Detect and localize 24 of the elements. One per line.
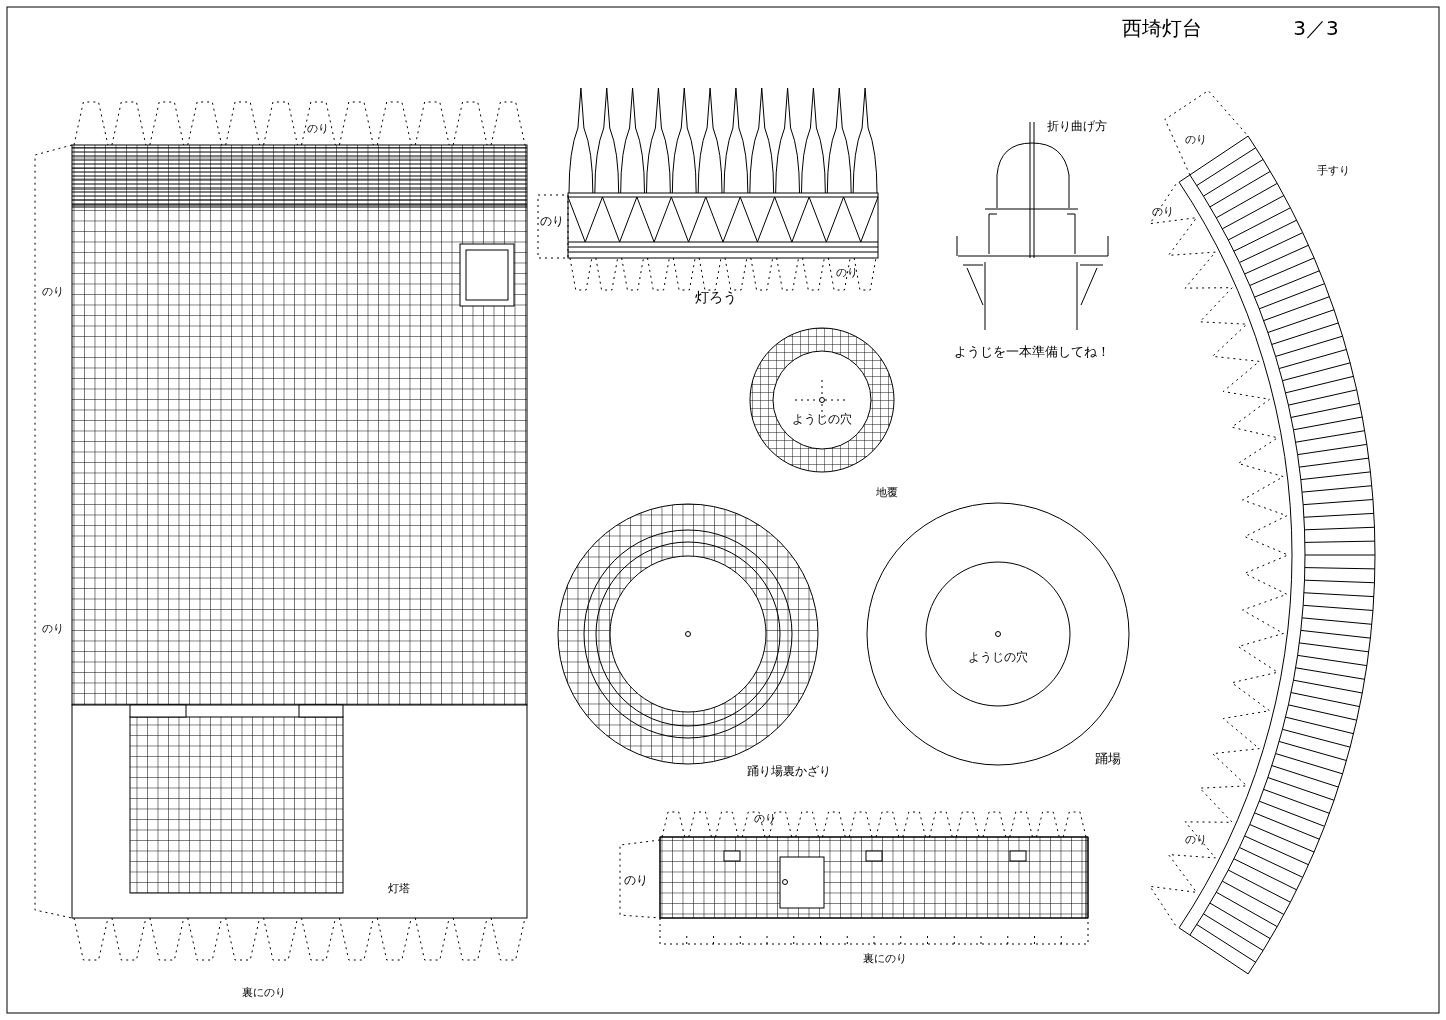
instruction-text: ようじを一本準備してね！ <box>954 344 1110 358</box>
glue-label: のり <box>540 215 564 227</box>
glue-label: のり <box>42 622 64 634</box>
glue-label: のり <box>836 266 858 278</box>
part-label: 灯ろう <box>695 290 737 304</box>
glue-label: 裏にのり <box>863 952 907 964</box>
glue-label: のり <box>624 874 648 886</box>
page-number: 3／3 <box>1293 18 1339 38</box>
title: 西埼灯台 <box>1122 18 1202 38</box>
glue-label: のり <box>42 285 64 297</box>
glue-label: のり <box>1185 833 1207 845</box>
glue-label: のり <box>1185 133 1207 145</box>
instruction-label: 折り曲げ方 <box>1047 120 1107 132</box>
glue-label: のり <box>754 812 776 824</box>
part-label: 踊場 <box>1095 751 1121 765</box>
hole-label: ようじの穴 <box>792 413 852 425</box>
glue-label: のり <box>307 122 329 134</box>
glue-label: のり <box>1152 205 1174 217</box>
part-label: 手すり <box>1316 164 1350 176</box>
part-label: 踊り場裏かざり <box>747 765 831 777</box>
part-label: 地覆 <box>876 486 898 498</box>
glue-label: 裏にのり <box>242 986 286 998</box>
part-label: 灯塔 <box>388 882 410 894</box>
hole-label: ようじの穴 <box>968 651 1028 663</box>
